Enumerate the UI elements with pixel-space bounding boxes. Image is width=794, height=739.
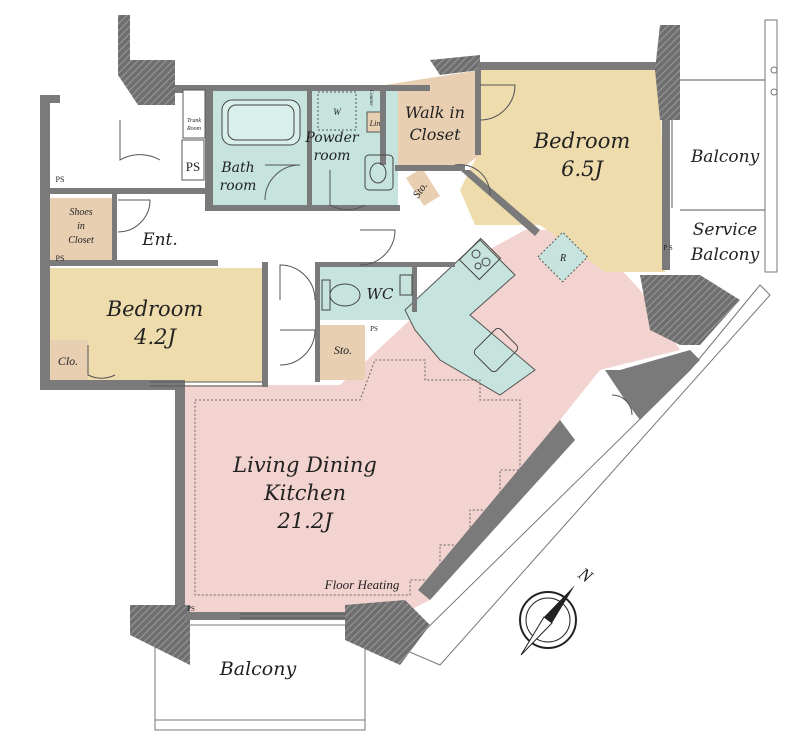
washer-box [317,91,357,131]
service-balcony-line1: Service [693,220,757,240]
counter-label: Counter [368,90,373,106]
linen-label: Lin [369,119,381,128]
bathtub [221,99,301,146]
wc-floor [320,265,412,320]
walk-in-closet-floor [385,70,480,168]
ldk-name-line1: Living Dining [232,453,377,477]
compass-north-label: N [574,563,597,587]
storage-1-label: Sto. [334,343,352,357]
walls [40,15,740,665]
shoes-closet-line3: Closet [68,235,94,246]
ps-mark-6: P S [663,244,672,252]
balcony-east-label: Balcony [690,147,760,167]
bedroom-small-name: Bedroom [106,297,204,321]
bath-line1: Bath [220,160,254,176]
storage-2-floor [406,168,440,206]
ldk-name-line2: Kitchen [263,481,346,505]
fridge-space [537,231,589,283]
bedroom-small-size: 4.2J [133,325,177,349]
bedroom-large-size: 6.5J [561,157,604,181]
walk-in-closet-line1: Walk in [405,103,465,122]
fixtures [181,89,589,373]
ps-mark-1: PS [186,159,200,174]
bedroom-large-floor [460,70,665,272]
floor-heating-outline [194,359,521,596]
compass-icon [519,585,577,656]
ldk-size: 21.2J [276,509,334,533]
shoes-closet-line2: in [77,221,85,232]
ps-mark-5: PS [187,605,195,613]
kitchen-counter [404,239,536,396]
balcony-east-area [680,19,778,273]
balcony-south-label: Balcony [219,658,297,680]
powder-line2: room [314,148,351,164]
storage-1-floor [320,325,365,380]
bedroom-large-name: Bedroom [533,129,631,153]
ps-mark-3: PS [56,254,65,263]
closet-floor [48,340,88,380]
kitchen-sink [473,327,519,373]
washbasin [364,154,394,191]
toilet-bowl [329,283,361,307]
doors [87,84,633,416]
entrance-label: Ent. [141,230,178,250]
shoes-closet-line1: Shoes [69,207,92,218]
balcony-south-area [154,624,366,731]
closet-label: Clo. [58,354,78,368]
floor-heating-label: Floor Heating [324,577,400,592]
powder-line1: Powder [304,130,360,146]
cooktop [458,237,502,281]
trunk-room-line1: Trunk [187,118,201,124]
shoes-closet-floor [50,198,112,260]
washer-label: W [333,107,342,117]
wc-label: WC [367,285,394,303]
ps-mark-4: PS [370,325,378,333]
diagonal-balcony [404,284,771,666]
ps-mark-2: PS [56,175,65,184]
trunk-room-line2: Room [186,126,202,132]
ldk-floor [185,230,680,615]
service-balcony-line2: Balcony [690,245,760,265]
bath-line2: room [220,178,257,194]
walk-in-closet-line2: Closet [409,125,461,144]
windows [150,120,673,619]
refrigerator-label: R [559,253,566,264]
